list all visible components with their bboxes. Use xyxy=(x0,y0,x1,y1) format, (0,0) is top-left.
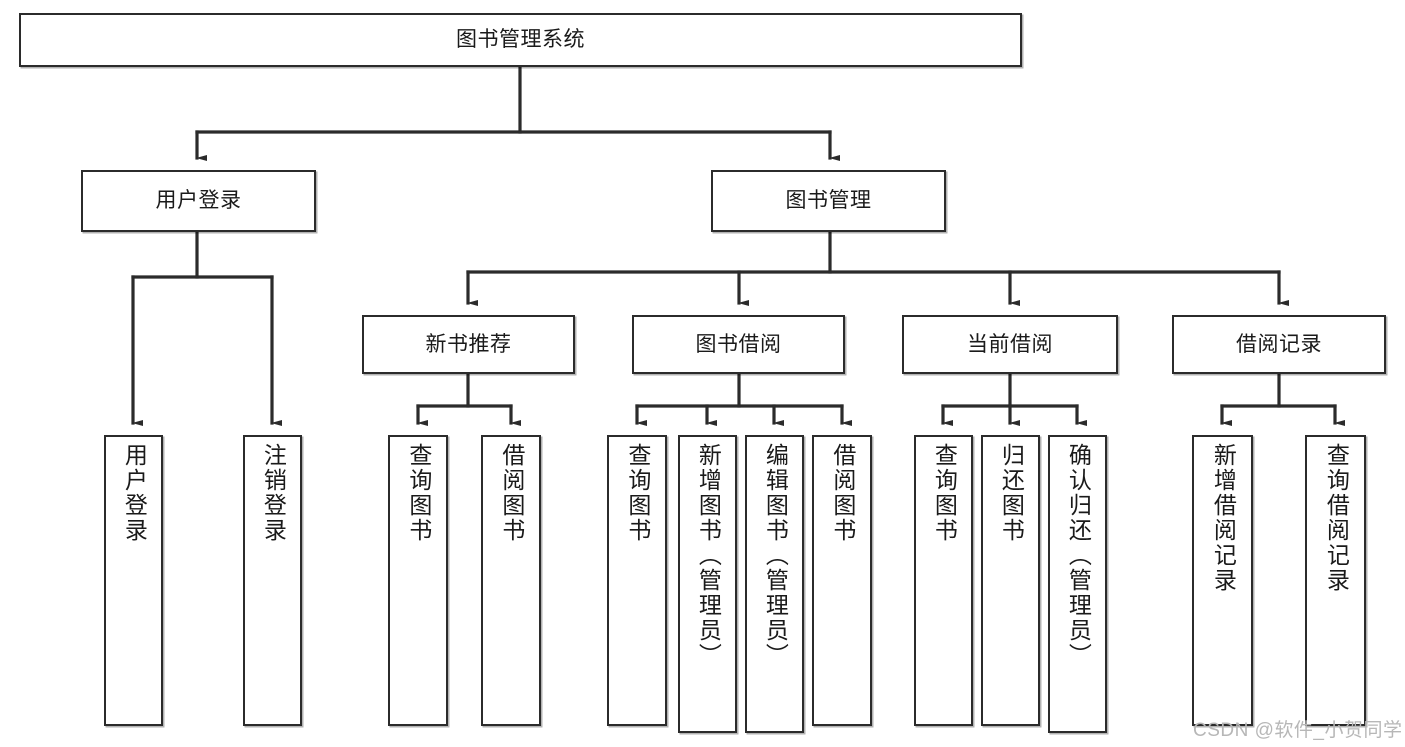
node-label: 用户登录 xyxy=(155,189,242,213)
node-label: 查询图书 xyxy=(405,443,432,543)
connector-currentborrow-to-leaves xyxy=(941,372,1087,426)
node-label: 新增图书（管理员） xyxy=(695,443,722,668)
node-label: 当前借阅 xyxy=(967,332,1053,356)
node-leaf-edit-book-admin[interactable]: 编辑图书（管理员） xyxy=(745,435,804,733)
node-label: 图书管理系统 xyxy=(456,28,585,52)
node-current-borrow[interactable]: 当前借阅 xyxy=(902,315,1118,374)
node-label: 新增借阅记录 xyxy=(1210,443,1237,593)
node-label: 查询图书 xyxy=(624,443,651,543)
connector-bookborrow-to-leaves xyxy=(635,372,852,426)
node-new-book-recommend[interactable]: 新书推荐 xyxy=(362,315,575,374)
node-label: 注销登录 xyxy=(260,443,287,543)
node-borrow-record[interactable]: 借阅记录 xyxy=(1172,315,1386,374)
node-root-book-management-system[interactable]: 图书管理系统 xyxy=(19,13,1022,67)
node-leaf-query-book-2[interactable]: 查询图书 xyxy=(607,435,667,726)
node-label: 借阅图书 xyxy=(498,443,525,543)
node-label: 确认归还（管理员） xyxy=(1065,443,1092,668)
node-leaf-return-book[interactable]: 归还图书 xyxy=(981,435,1040,726)
node-leaf-confirm-return-admin[interactable]: 确认归还（管理员） xyxy=(1048,435,1107,733)
node-label: 图书管理 xyxy=(785,189,872,213)
node-leaf-user-login[interactable]: 用户登录 xyxy=(104,435,163,726)
node-label: 编辑图书（管理员） xyxy=(762,443,789,668)
node-leaf-query-borrow-record[interactable]: 查询借阅记录 xyxy=(1305,435,1366,726)
node-leaf-query-book-3[interactable]: 查询图书 xyxy=(914,435,973,726)
connector-root-to-level2 xyxy=(195,65,840,161)
node-label: 借阅图书 xyxy=(829,443,856,543)
node-label: 图书借阅 xyxy=(695,332,782,356)
node-label: 查询图书 xyxy=(931,443,958,543)
node-leaf-add-book-admin[interactable]: 新增图书（管理员） xyxy=(678,435,737,733)
node-label: 归还图书 xyxy=(998,443,1025,543)
connector-borrowrecord-to-leaves xyxy=(1220,372,1345,426)
connector-bookmanage-to-level3 xyxy=(466,230,1289,306)
node-user-login[interactable]: 用户登录 xyxy=(81,170,316,232)
node-book-manage[interactable]: 图书管理 xyxy=(711,170,946,232)
node-leaf-add-borrow-record[interactable]: 新增借阅记录 xyxy=(1192,435,1253,726)
node-leaf-query-book-1[interactable]: 查询图书 xyxy=(388,435,448,726)
connector-userlogin-to-leaves xyxy=(131,230,282,426)
node-label: 新书推荐 xyxy=(425,332,512,356)
node-leaf-borrow-book-2[interactable]: 借阅图书 xyxy=(812,435,872,726)
node-label: 用户登录 xyxy=(121,443,148,543)
node-book-borrow[interactable]: 图书借阅 xyxy=(632,315,845,374)
node-label: 查询借阅记录 xyxy=(1323,443,1350,593)
node-label: 借阅记录 xyxy=(1236,332,1322,356)
connector-newbook-to-leaves xyxy=(416,372,521,426)
node-leaf-borrow-book-1[interactable]: 借阅图书 xyxy=(481,435,541,726)
node-leaf-logout-login[interactable]: 注销登录 xyxy=(243,435,302,726)
